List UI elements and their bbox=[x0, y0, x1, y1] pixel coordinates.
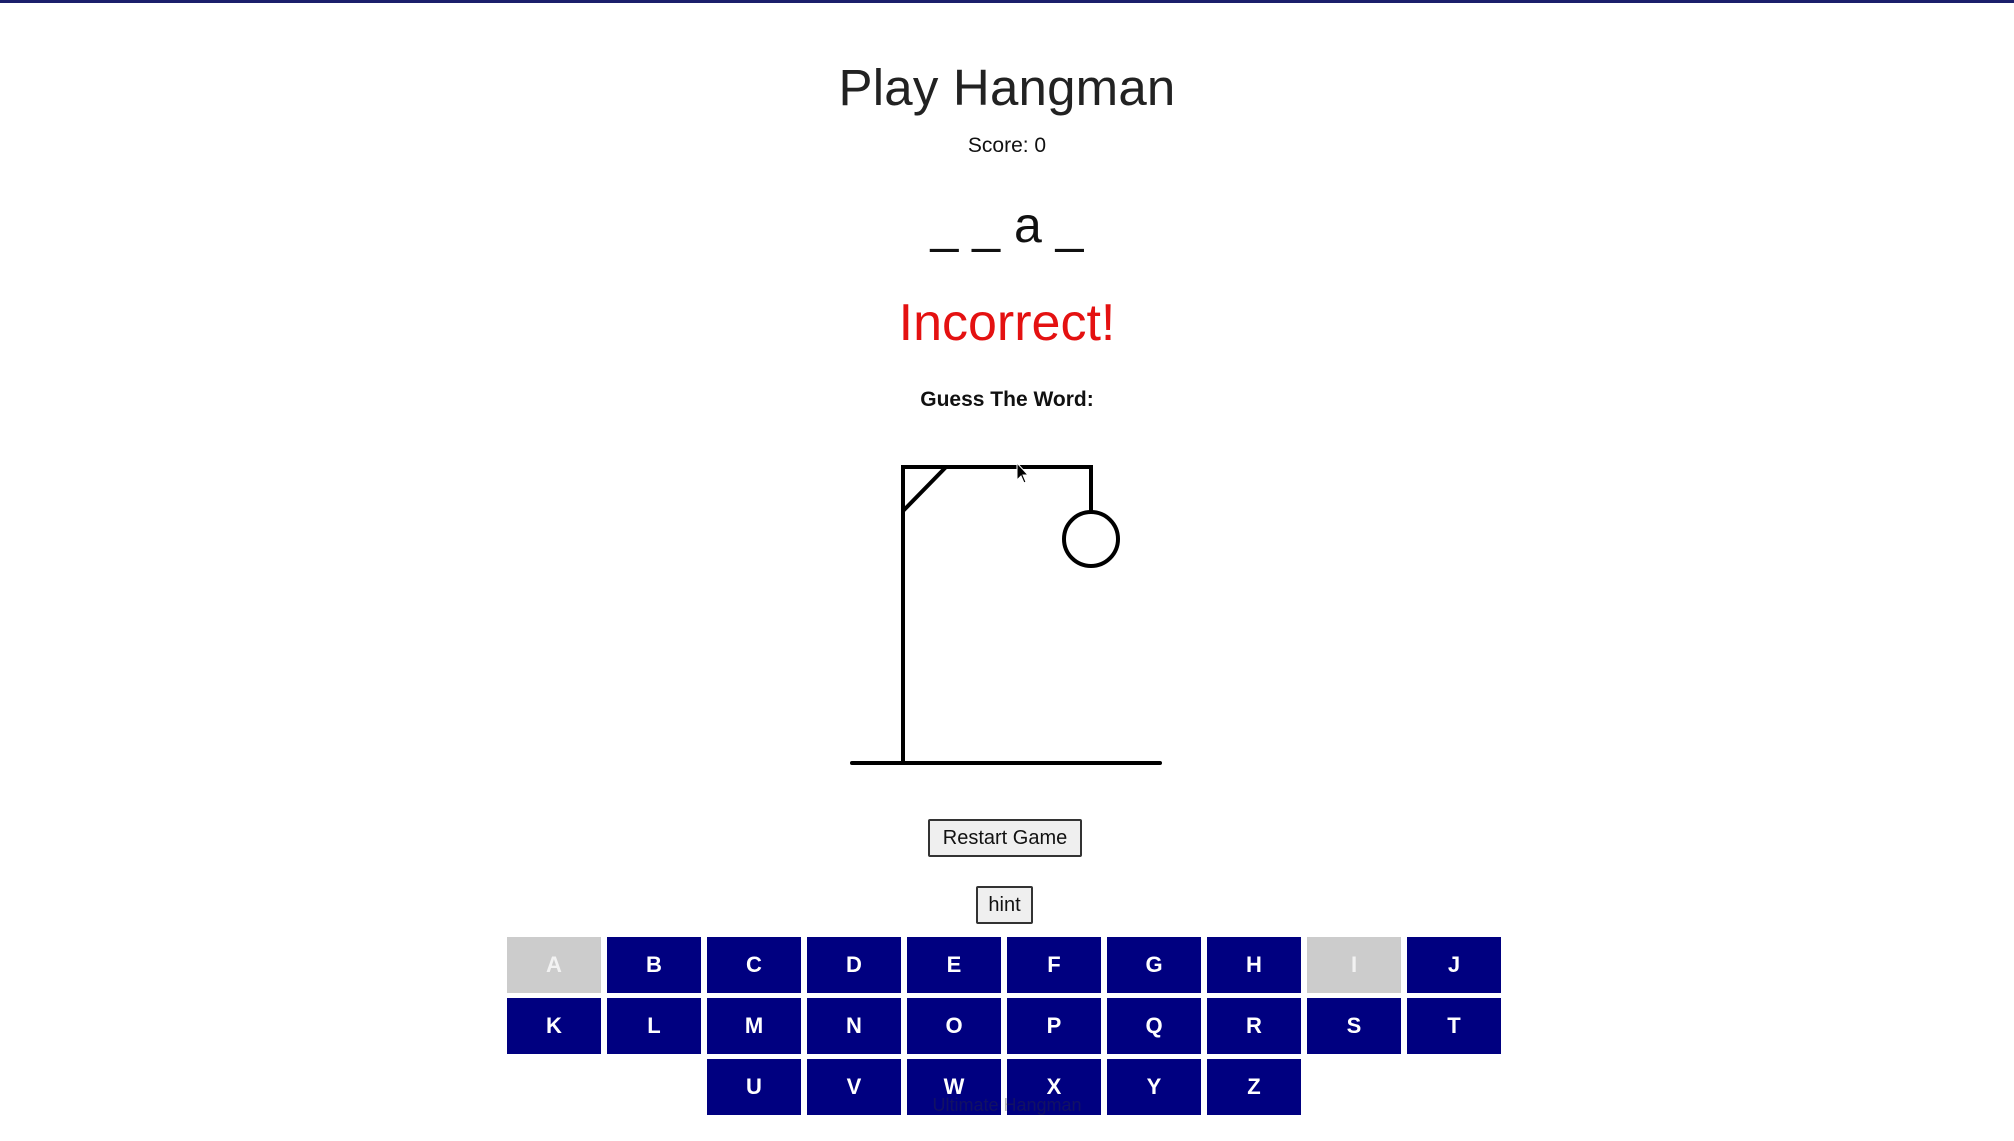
key-f[interactable]: F bbox=[1007, 937, 1101, 993]
hangman-head bbox=[1062, 510, 1120, 568]
key-d[interactable]: D bbox=[807, 937, 901, 993]
key-k[interactable]: K bbox=[507, 998, 601, 1054]
key-q[interactable]: Q bbox=[1107, 998, 1201, 1054]
key-j[interactable]: J bbox=[1407, 937, 1501, 993]
key-e[interactable]: E bbox=[907, 937, 1001, 993]
key-c[interactable]: C bbox=[707, 937, 801, 993]
key-o[interactable]: O bbox=[907, 998, 1001, 1054]
key-p[interactable]: P bbox=[1007, 998, 1101, 1054]
hint-button[interactable]: hint bbox=[976, 886, 1033, 924]
guess-prompt: Guess The Word: bbox=[920, 388, 1094, 411]
key-l[interactable]: L bbox=[607, 998, 701, 1054]
key-u[interactable]: U bbox=[707, 1059, 801, 1115]
key-m[interactable]: M bbox=[707, 998, 801, 1054]
key-w[interactable]: W bbox=[907, 1059, 1001, 1115]
key-t[interactable]: T bbox=[1407, 998, 1501, 1054]
footer-text: Ultimate Hangman bbox=[932, 1095, 1082, 1115]
key-r[interactable]: R bbox=[1207, 998, 1301, 1054]
feedback-message: Incorrect! bbox=[898, 294, 1116, 352]
hangman-drawing bbox=[850, 465, 1162, 765]
key-y[interactable]: Y bbox=[1107, 1059, 1201, 1115]
word-display: _ _ a _ bbox=[930, 197, 1084, 253]
key-s[interactable]: S bbox=[1307, 998, 1401, 1054]
restart-game-button[interactable]: Restart Game bbox=[928, 819, 1082, 857]
gallows-brace bbox=[901, 465, 948, 513]
key-h[interactable]: H bbox=[1207, 937, 1301, 993]
mouse-cursor-icon bbox=[1016, 462, 1030, 484]
key-b[interactable]: B bbox=[607, 937, 701, 993]
key-x[interactable]: X bbox=[1007, 1059, 1101, 1115]
page-title: Play Hangman bbox=[838, 59, 1176, 116]
score-display: Score: 0 bbox=[967, 134, 1047, 157]
key-g[interactable]: G bbox=[1107, 937, 1201, 993]
key-a: A bbox=[507, 937, 601, 993]
key-i: I bbox=[1307, 937, 1401, 993]
top-border bbox=[0, 0, 2014, 3]
key-n[interactable]: N bbox=[807, 998, 901, 1054]
key-v[interactable]: V bbox=[807, 1059, 901, 1115]
key-z[interactable]: Z bbox=[1207, 1059, 1301, 1115]
